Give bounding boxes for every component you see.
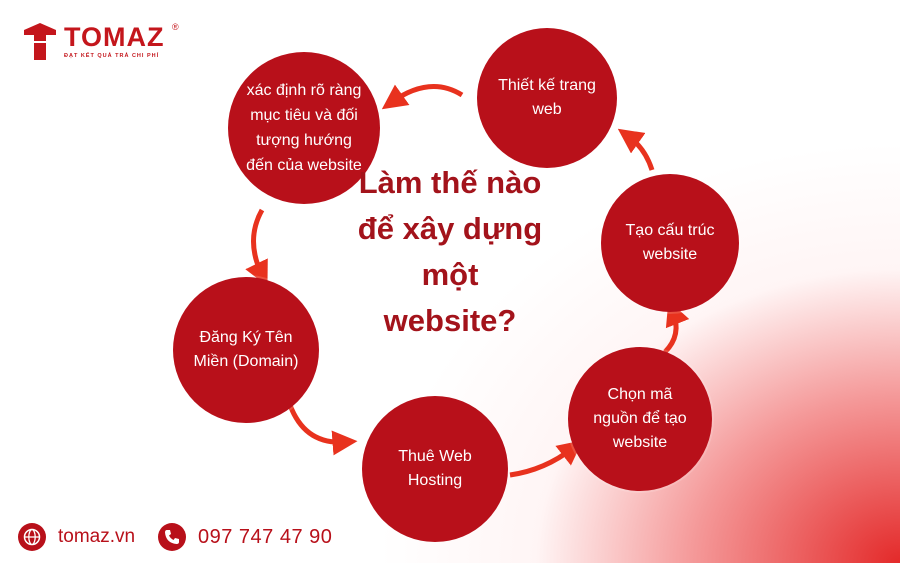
tomaz-logo-mark [24,23,56,60]
website-text[interactable]: tomaz.vn [58,526,136,547]
arrow-step6-to-step1 [245,208,268,287]
arrow-step4-to-step5 [617,128,655,171]
step-label-3: Chọn mã nguồn để tạo website [593,386,687,451]
step-circle-6: xác định rõ ràng mục tiêu và đối tượng h… [228,52,380,204]
step-label-1: Đăng Ký Tên Miền (Domain) [193,329,299,370]
step-circle-2: Thuê Web Hosting [362,396,508,542]
globe-icon [18,523,46,551]
step-circle-3: Chọn mã nguồn để tạo website [568,347,712,491]
step-circle-5: Thiết kế trang web [477,28,617,168]
arrow-step2-to-step3 [509,440,583,478]
step-label-2: Thuê Web Hosting [398,448,472,489]
brand-tagline: ĐẠT KẾT QUẢ TRẢ CHI PHÍ [64,53,160,59]
step-circle-4: Tạo cấu trúc website [601,174,739,312]
step-circle-1: Đăng Ký Tên Miền (Domain) [173,277,319,423]
contact-website[interactable]: tomaz.vn [18,520,135,554]
arrow-step3-to-step4 [663,300,690,354]
brand-logo[interactable]: TOMAZ ® ĐẠT KẾT QUẢ TRẢ CHI PHÍ [22,20,192,70]
step-label-5: Thiết kế trang web [498,77,596,118]
arrow-step1-to-step2 [287,404,358,456]
arrow-step5-to-step6 [381,84,464,110]
brand-name: TOMAZ [64,22,165,52]
contact-phone[interactable]: 097 747 47 90 [158,520,332,554]
step-label-6: xác định rõ ràng mục tiêu và đối tượng h… [246,82,362,174]
registered-mark: ® [172,22,179,32]
diagram-title: Làm thế nào để xây dựng một website? [357,165,543,338]
step-label-4: Tạo cấu trúc website [625,222,715,263]
phone-icon [158,523,186,551]
phone-text[interactable]: 097 747 47 90 [198,525,333,548]
